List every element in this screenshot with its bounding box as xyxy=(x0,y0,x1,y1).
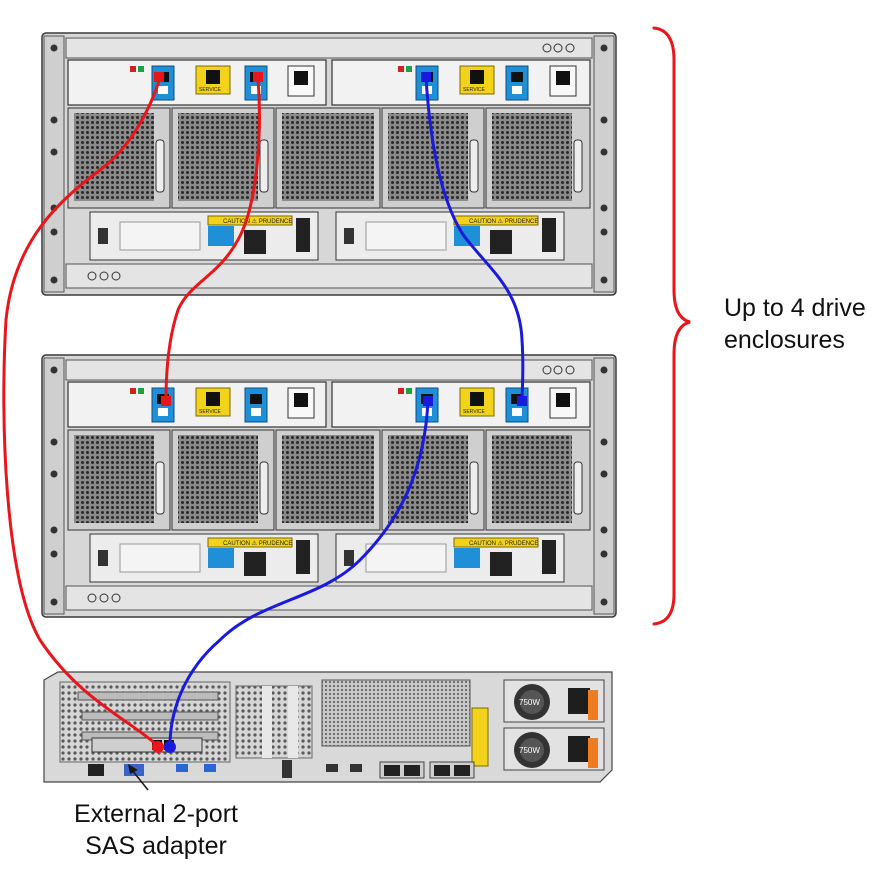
cable-blue-adapter-to-enclosure-2 xyxy=(168,398,430,748)
connector-blue xyxy=(423,396,433,406)
svg-text:SERVICE: SERVICE xyxy=(463,87,486,93)
io-module-b: SERVICE xyxy=(331,381,591,428)
fan-modules xyxy=(67,429,591,531)
connector-red xyxy=(253,72,263,82)
caution-label: CAUTION ⚠ PRUDENCE xyxy=(469,540,538,547)
drive-enclosure-1: SERVICE SERVICE xyxy=(41,32,617,296)
enclosures-label-line-1: Up to 4 drive xyxy=(724,294,866,322)
rack-ear-right xyxy=(593,357,615,615)
svg-text:SERVICE: SERVICE xyxy=(199,409,222,415)
connector-red xyxy=(161,396,171,406)
power-module-b: CAUTION ⚠ PRUDENCE xyxy=(335,533,565,583)
caution-label: CAUTION ⚠ PRUDENCE xyxy=(223,540,292,547)
connector-blue xyxy=(421,72,431,82)
fan-modules xyxy=(67,107,591,209)
connector-red xyxy=(152,741,164,753)
enclosures-label-line-2: enclosures xyxy=(724,326,845,354)
enclosures-label: Up to 4 drive enclosures xyxy=(724,292,866,356)
drive-enclosure-2: SERVICE SERVICE xyxy=(41,354,617,618)
caution-label: CAUTION ⚠ PRUDENCE xyxy=(223,218,292,225)
rack-ear-left xyxy=(43,357,65,615)
psu-1-wattage: 750W xyxy=(519,698,540,707)
caution-label: CAUTION ⚠ PRUDENCE xyxy=(469,218,538,225)
io-module-a: SERVICE xyxy=(67,59,327,106)
sas-adapter-label-line-2: SAS adapter xyxy=(85,832,227,860)
io-module-a: SERVICE xyxy=(67,381,327,428)
connector-blue xyxy=(517,396,527,406)
sas-adapter-label: External 2-port SAS adapter xyxy=(40,798,272,862)
cable-red-enclosure-1-to-enclosure-2 xyxy=(164,76,261,402)
rack-ear-right xyxy=(593,35,615,293)
psu-2-wattage: 750W xyxy=(519,746,540,755)
cable-red-adapter-to-enclosure-1 xyxy=(2,76,162,748)
power-module-a: CAUTION ⚠ PRUDENCE xyxy=(89,533,319,583)
power-module-a: CAUTION ⚠ PRUDENCE xyxy=(89,211,319,261)
sas-adapter-label-line-1: External 2-port xyxy=(74,800,238,828)
sas-adapter xyxy=(91,737,203,753)
connector-red xyxy=(154,72,164,82)
svg-text:SERVICE: SERVICE xyxy=(199,87,222,93)
enclosures-brace xyxy=(652,26,691,626)
psu-1: 750W xyxy=(503,679,605,723)
server-rear: 750W 750W xyxy=(43,671,613,783)
cable-blue-enclosure-1-to-enclosure-2 xyxy=(424,76,525,404)
adapter-pointer-arrow xyxy=(128,764,149,791)
rack-ear-left xyxy=(43,35,65,293)
sas-cables xyxy=(2,72,527,753)
svg-text:SERVICE: SERVICE xyxy=(463,409,486,415)
power-module-b: CAUTION ⚠ PRUDENCE xyxy=(335,211,565,261)
connector-blue xyxy=(164,741,176,753)
psu-2: 750W xyxy=(503,727,605,771)
io-module-b: SERVICE xyxy=(331,59,591,106)
